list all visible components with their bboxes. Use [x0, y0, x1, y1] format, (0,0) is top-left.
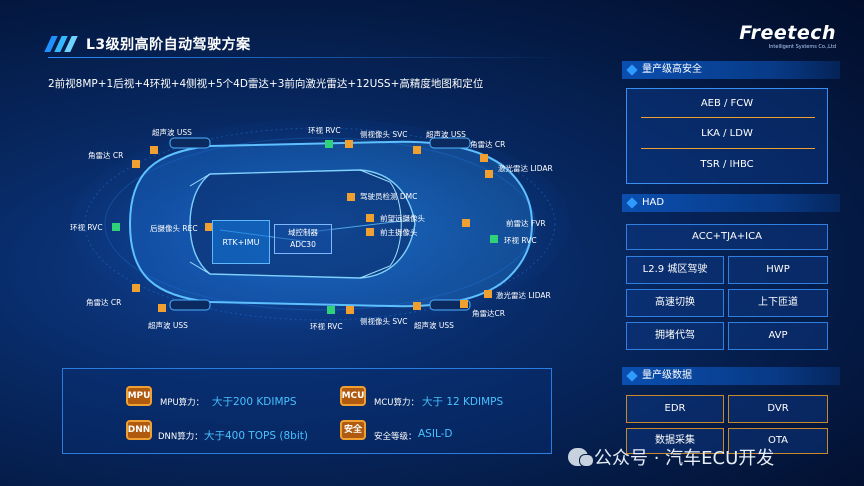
fvr-sensor-icon	[462, 219, 470, 227]
slide-title: L3级别高阶自动驾驶方案	[44, 34, 251, 54]
main-camera-icon	[366, 228, 374, 236]
section-header-had: HAD	[622, 194, 840, 212]
cr-label-top-left: 角雷达 CR	[88, 151, 124, 160]
feature-avp: AVP	[728, 322, 828, 350]
rec-label: 后摄像头 REC	[150, 224, 198, 233]
dmc-sensor-icon	[347, 193, 355, 201]
uss-label-top-left: 超声波 USS	[152, 128, 192, 137]
mcu-value: 大于 12 KDIMPS	[422, 396, 504, 408]
feature-acc-tja-ica: ACC+TJA+ICA	[626, 224, 828, 250]
rvc-sensor-left-icon	[112, 223, 120, 231]
cr-label-top-right: 角雷达 CR	[470, 140, 506, 149]
svc-sensor-bottom-icon	[346, 306, 354, 314]
safety-shield-icon: 安全	[340, 420, 366, 440]
svc-label-bottom: 侧视像头 SVC	[360, 317, 408, 326]
rec-sensor-icon	[205, 223, 213, 231]
dnn-label: DNN算力：	[158, 432, 203, 442]
dnn-value: 大于400 TOPS (8bit)	[204, 430, 308, 442]
rvc-sensor-bottom-icon	[327, 306, 335, 314]
lidar-label-bottom: 激光雷达 LIDAR	[496, 291, 551, 300]
dnn-chip-icon: DNN	[126, 420, 152, 440]
rvc-label-right: 环视 RVC	[504, 236, 537, 245]
cr-label-bottom-left: 角雷达 CR	[86, 298, 122, 307]
mcu-chip-icon: MCU	[340, 386, 366, 406]
fvr-label: 前雷达 FVR	[506, 219, 546, 228]
domain-controller-label: 域控制器	[288, 228, 318, 237]
mpu-value: 大于200 KDIMPS	[212, 396, 297, 408]
logo-subtext: Intelligent Systems Co.,Ltd	[768, 44, 836, 50]
far-camera-icon	[366, 214, 374, 222]
uss-label-bottom-right: 超声波 USS	[414, 321, 454, 330]
uss-label-top-right: 超声波 USS	[426, 130, 466, 139]
feature-ramp: 上下匝道	[728, 289, 828, 317]
rvc-label-left: 环视 RVC	[70, 223, 103, 232]
sensor-config-summary: 2前视8MP+1后视+4环视+4侧视+5个4D雷达+3前向激光雷达+12USS+…	[48, 78, 484, 90]
feature-hwp: HWP	[728, 256, 828, 284]
domain-controller-model: ADC30	[290, 240, 316, 249]
wechat-icon	[568, 448, 594, 467]
rvc-sensor-top-icon	[325, 140, 333, 148]
section-header-safety: 量产级高安全	[622, 61, 840, 79]
rvc-sensor-right-icon	[490, 235, 498, 243]
watermark-text: 公众号 · 汽车ECU开发	[594, 448, 775, 469]
svc-sensor-top-icon	[345, 140, 353, 148]
far-camera-label: 前望远摄像头	[380, 214, 425, 223]
feature-lka-ldw: LKA / LDW	[701, 128, 753, 139]
title-text: L3级别高阶自动驾驶方案	[86, 37, 251, 53]
main-camera-label: 前主摄像头	[380, 228, 418, 237]
feature-data-collection: 数据采集	[626, 428, 724, 454]
uss-sensor-bottom-left-icon	[158, 304, 166, 312]
logo-text: Freetech	[739, 22, 836, 44]
company-logo: Freetech Intelligent Systems Co.,Ltd	[739, 22, 836, 50]
dmc-label: 驾驶员检测 DMC	[360, 192, 418, 201]
mpu-chip-icon: MPU	[126, 386, 152, 406]
cr-sensor-bottom-right-icon	[460, 300, 468, 308]
cr-sensor-top-right-icon	[480, 154, 488, 162]
feature-divider	[641, 117, 815, 118]
cr-label-bottom-right: 角雷达CR	[472, 309, 505, 318]
safety-features-box: AEB / FCW LKA / LDW TSR / IHBC	[626, 88, 828, 184]
feature-tsr-ihbc: TSR / IHBC	[700, 159, 754, 170]
uss-sensor-top-icon	[413, 146, 421, 154]
feature-traffic-jam: 拥堵代驾	[626, 322, 724, 350]
svc-label-top: 侧视像头 SVC	[360, 130, 408, 139]
feature-edr: EDR	[626, 395, 724, 423]
uss-sensor-bottom-right-icon	[413, 302, 421, 310]
lidar-sensor-bottom-icon	[484, 290, 492, 298]
feature-divider	[641, 148, 815, 149]
cr-sensor-top-left-icon	[132, 160, 140, 168]
section-header-data: 量产级数据	[622, 367, 840, 385]
lidar-sensor-top-icon	[485, 170, 493, 178]
mcu-label: MCU算力：	[374, 398, 419, 408]
feature-dvr: DVR	[728, 395, 828, 423]
watermark: 公众号 · 汽车ECU开发	[568, 444, 774, 470]
uss-label-bottom-left: 超声波 USS	[148, 321, 188, 330]
cr-sensor-bottom-left-icon	[132, 284, 140, 292]
rvc-label-top: 环视 RVC	[308, 126, 341, 135]
feature-aeb-fcw: AEB / FCW	[700, 98, 754, 109]
domain-controller-box: 域控制器 ADC30	[274, 224, 332, 254]
safety-label: 安全等级：	[374, 432, 417, 442]
feature-l29-city: L2.9 城区驾驶	[626, 256, 724, 284]
uss-sensor-top-left-icon	[150, 146, 158, 154]
safety-value: ASIL-D	[418, 428, 453, 440]
rtk-imu-box: RTK+IMU	[212, 220, 270, 264]
feature-ota: OTA	[728, 428, 828, 454]
lidar-label-top: 激光雷达 LIDAR	[498, 164, 553, 173]
feature-highway-switch: 高速切换	[626, 289, 724, 317]
mpu-label: MPU算力：	[160, 398, 205, 408]
rvc-label-bottom: 环视 RVC	[310, 322, 343, 331]
title-underline	[48, 57, 568, 58]
